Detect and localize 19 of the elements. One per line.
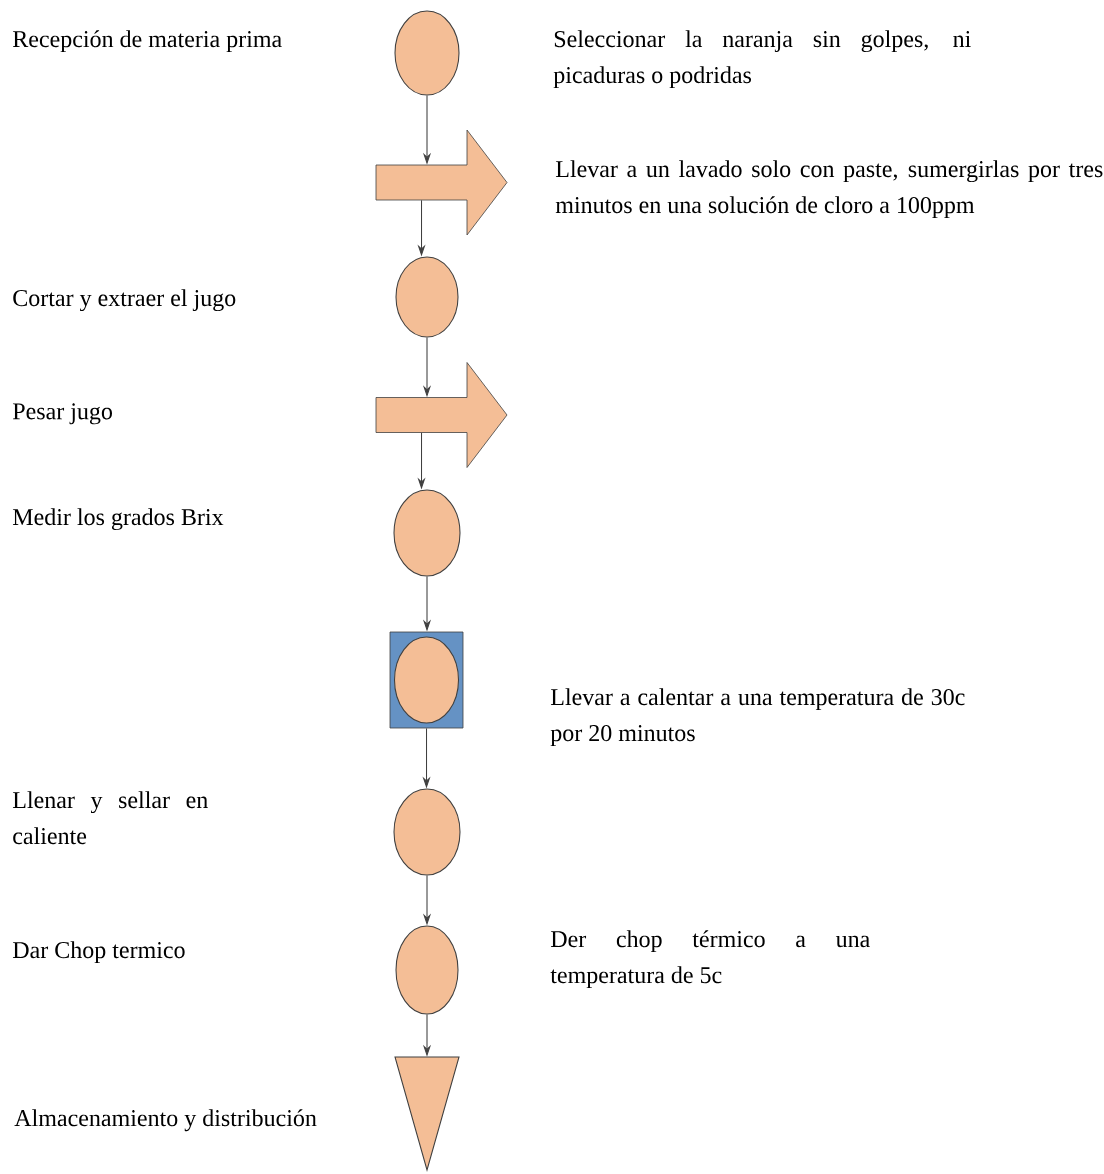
step-label: Cortar y extraer el jugo	[13, 289, 236, 312]
step-label: Almacenamiento y distribución	[14, 1109, 317, 1132]
transport-symbol	[375, 129, 508, 236]
step-label: Dar Chop termico	[12, 941, 185, 964]
step-label: Recepción de materia prima	[12, 30, 282, 53]
step-label: Pesar jugo	[12, 403, 112, 425]
step-note: Der chop térmico a una temperatura de 5c	[550, 930, 870, 989]
step-note: Seleccionar la naranja sin golpes, ni picaduras o podridas	[553, 30, 971, 88]
operation-circle	[393, 489, 461, 577]
operation-circle	[395, 925, 459, 1015]
combined-operation-symbol	[389, 631, 464, 729]
operation-circle	[395, 256, 459, 338]
step-label: Llenar y sellar en caliente	[12, 791, 208, 845]
operation-circle	[393, 788, 461, 876]
step-label: Medir los grados Brix	[12, 508, 224, 531]
step-note: Llevar a un lavado solo con paste, sumergirlas por tres minutos en una solución de cloro a 100ppm	[555, 160, 1103, 218]
operation-circle	[394, 10, 460, 96]
transport-symbol	[375, 362, 508, 468]
step-note: Llevar a calentar a una temperatura de 30c por 20 minutos	[550, 688, 965, 747]
